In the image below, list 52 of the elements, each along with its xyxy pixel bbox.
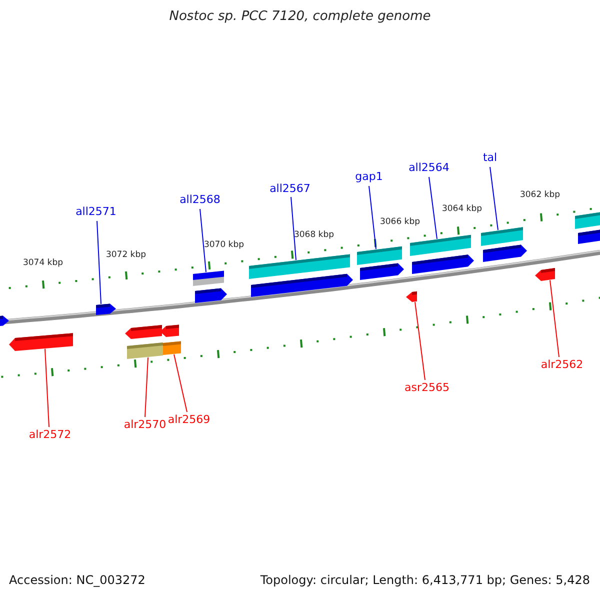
gene-feature bbox=[412, 254, 474, 274]
gene-bar bbox=[127, 342, 163, 359]
leader-line bbox=[96, 220, 102, 304]
gene-bar bbox=[578, 230, 600, 244]
gene-name: all2567 bbox=[270, 183, 310, 196]
gene-bar bbox=[163, 341, 181, 355]
gene-name: alr2570 bbox=[124, 419, 166, 432]
gene-bar bbox=[481, 227, 523, 246]
scale-label: 3074 kbp bbox=[22, 259, 64, 269]
gene-feature bbox=[160, 324, 179, 337]
leader-line bbox=[44, 348, 50, 428]
gene-name: gap1 bbox=[355, 171, 383, 184]
gene-name: alr2572 bbox=[28, 429, 72, 442]
leader-line bbox=[550, 280, 560, 358]
scale-label: 3064 kbp bbox=[442, 205, 482, 215]
gene-feature bbox=[96, 304, 116, 315]
footer-text: Topology: circular; Length: 6,413,771 bp; Genes: 5,428 bbox=[260, 574, 590, 588]
scale-label: 3066 kbp bbox=[380, 218, 420, 228]
gene-bar bbox=[357, 246, 402, 265]
scale-label: 3068 kbp bbox=[294, 231, 334, 241]
scale-label: 3070 kbp bbox=[204, 241, 244, 251]
gene-feature bbox=[251, 274, 353, 297]
gene-name: asr2565 bbox=[404, 382, 450, 395]
gene-bar bbox=[193, 270, 224, 286]
leader-line bbox=[428, 176, 438, 240]
leader-line bbox=[174, 354, 188, 412]
leader-line bbox=[490, 166, 498, 231]
gene-name: alr2569 bbox=[168, 414, 210, 427]
gene-feature bbox=[360, 263, 404, 280]
gene-name: alr2562 bbox=[540, 359, 584, 372]
scale-label: 3062 kbp bbox=[520, 191, 560, 201]
diagram-title: Nostoc sp. PCC 7120, complete genome bbox=[169, 10, 431, 25]
gene-name: all2571 bbox=[76, 206, 116, 219]
gene-feature bbox=[9, 333, 73, 351]
gene-bar bbox=[575, 212, 600, 229]
scale-label: 3072 kbp bbox=[106, 251, 146, 261]
gene-feature bbox=[483, 244, 527, 262]
gene-feature bbox=[0, 316, 9, 326]
gene-feature bbox=[535, 268, 555, 281]
gene-name: all2568 bbox=[180, 194, 220, 207]
gene-bar bbox=[249, 254, 350, 279]
leader-line bbox=[144, 357, 148, 418]
leader-line bbox=[368, 186, 376, 250]
gene-name: all2564 bbox=[408, 162, 450, 175]
leader-line bbox=[290, 196, 296, 261]
gene-bar bbox=[410, 234, 471, 256]
gene-feature bbox=[195, 288, 227, 303]
leader-line bbox=[414, 302, 426, 380]
gene-name: tal bbox=[482, 152, 498, 165]
leader-line bbox=[200, 208, 206, 273]
gene-feature bbox=[406, 291, 417, 302]
footer-text: Accession: NC_003272 bbox=[9, 574, 146, 588]
